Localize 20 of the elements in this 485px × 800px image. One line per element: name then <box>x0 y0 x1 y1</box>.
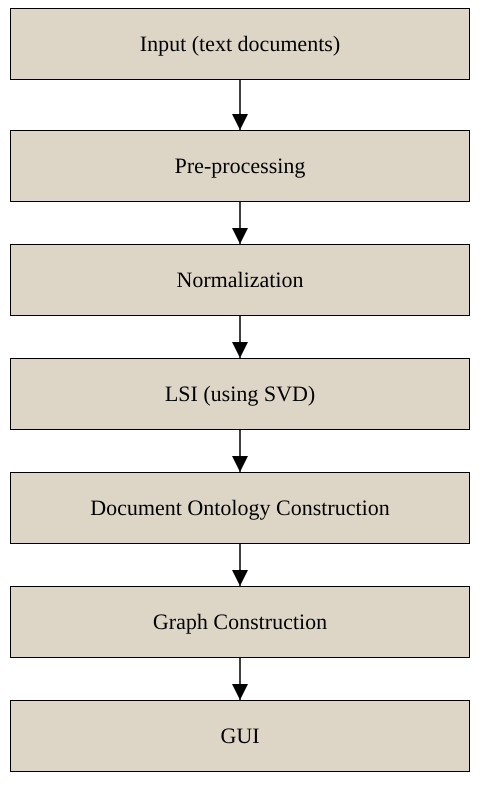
process-box <box>10 700 470 772</box>
step-label: GUI <box>220 723 260 749</box>
step-label: Document Ontology Construction <box>90 495 390 521</box>
step-label: Input (text documents) <box>140 31 340 57</box>
process-box <box>10 472 470 544</box>
arrow <box>232 544 248 586</box>
step-label: LSI (using SVD) <box>164 381 316 407</box>
process-box <box>10 586 470 658</box>
process-box <box>10 130 470 202</box>
process-box <box>10 358 470 430</box>
process-box <box>10 244 470 316</box>
arrow <box>232 658 248 700</box>
arrow <box>232 430 248 472</box>
step-label: Graph Construction <box>152 609 328 635</box>
step-label: Pre-processing <box>174 153 306 179</box>
step-label: Normalization <box>176 267 304 293</box>
arrow <box>232 316 248 358</box>
process-box <box>10 8 470 80</box>
arrow <box>232 202 248 244</box>
arrow <box>232 80 248 130</box>
